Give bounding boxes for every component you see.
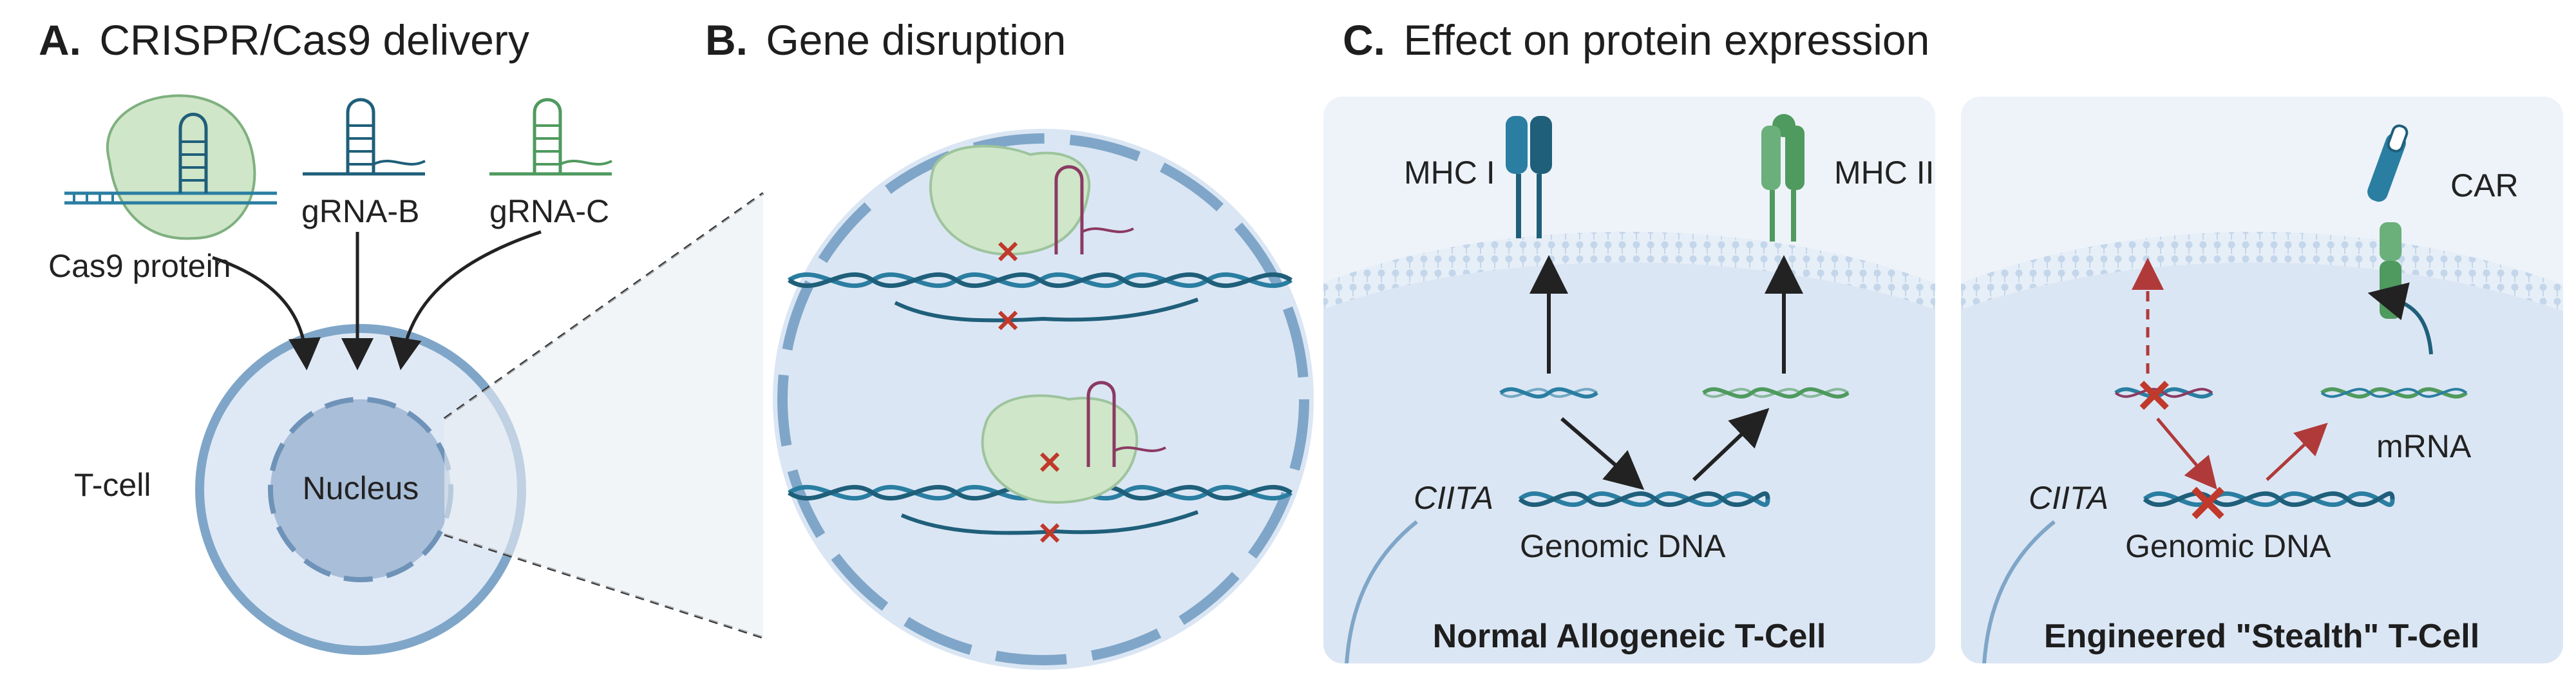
genomic-dna-label: Genomic DNA <box>2125 528 2331 564</box>
t-cell-label: T-cell <box>74 467 151 503</box>
panel-a-title: CRISPR/Cas9 delivery <box>99 16 529 64</box>
panel-b-title: Gene disruption <box>766 16 1066 64</box>
grna-b-label: gRNA-B <box>301 193 419 229</box>
svg-text:B. Gene disruption: B. Gene disruption <box>705 16 1066 64</box>
panel-a: A. CRISPR/Cas9 delivery Cas9 protein <box>39 16 764 655</box>
svg-text:C. Effect on protein exp: C. Effect on protein expression <box>1343 16 1929 64</box>
panel-a-letter: A. <box>39 16 81 64</box>
panel-c-title: Effect on protein expression <box>1403 16 1929 64</box>
mrna-label: mRNA <box>2376 428 2472 464</box>
stealth-cell-caption: Engineered "Stealth" T-Cell <box>2044 618 2479 655</box>
dna-top: ✕ ✕ <box>788 144 1293 339</box>
stealth-cell: CAR ✕ mRNA ✕ CIITA Genomic DNA Engineere… <box>1961 97 2563 663</box>
zoom-wedge <box>444 193 763 638</box>
grna-c-icon <box>489 98 612 176</box>
cas9-complex-bottom <box>981 394 1139 504</box>
panel-b-letter: B. <box>705 16 748 64</box>
normal-cell-caption: Normal Allogeneic T-Cell <box>1433 618 1826 655</box>
mhc-i-label: MHC I <box>1404 155 1495 191</box>
panel-c-letter: C. <box>1343 16 1385 64</box>
mhc-i-icon <box>1506 116 1552 238</box>
cut-mark-icon: ✕ <box>995 236 1021 270</box>
expression-arrows <box>1530 255 1803 490</box>
panel-b: B. Gene disruption ✕ ✕ ✕ ✕ <box>705 16 1314 670</box>
delivery-arrows <box>212 230 542 370</box>
grna-b-icon <box>303 98 426 176</box>
knockout-mark-icon: ✕ <box>2135 371 2174 423</box>
genomic-dna-label: Genomic DNA <box>1520 528 1726 564</box>
cas9-protein-icon <box>64 94 277 240</box>
mhc-ii-icon <box>1761 114 1804 242</box>
knockout-mark-icon: ✕ <box>2186 475 2230 533</box>
cas9-label: Cas9 protein <box>48 248 231 284</box>
normal-cell: MHC I MHC II CIITA Genomic DNA <box>1323 97 1935 663</box>
dna-bottom: ✕ ✕ <box>788 381 1293 551</box>
car-expression-arrow <box>2367 282 2433 355</box>
ciita-label: CIITA <box>1414 480 1493 516</box>
grna-c-label: gRNA-C <box>489 193 609 229</box>
svg-text:A. CRISPR/Cas9 delivery: A. CRISPR/Cas9 delivery <box>39 16 529 64</box>
ciita-label: CIITA <box>2029 480 2108 516</box>
cut-mark-icon: ✕ <box>1037 446 1063 480</box>
cut-mark-icon: ✕ <box>995 305 1021 339</box>
panel-c: C. Effect on protein expression MHC I <box>1323 16 2563 663</box>
car-label: CAR <box>2450 167 2519 204</box>
blocked-arrows <box>2156 417 2328 490</box>
mhc-ii-label: MHC II <box>1834 155 1935 191</box>
cas9-complex-top <box>929 144 1091 256</box>
cut-mark-icon: ✕ <box>1037 517 1063 551</box>
nucleus-label: Nucleus <box>303 470 419 506</box>
